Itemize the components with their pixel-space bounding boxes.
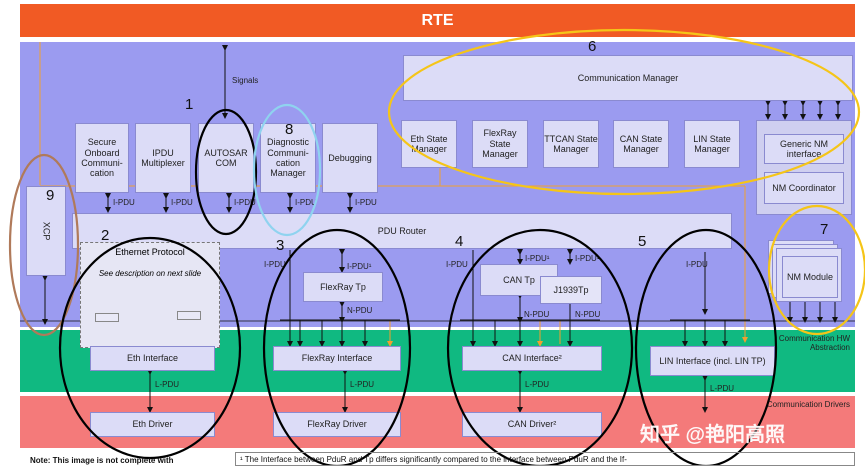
ipdu-multiplexer-module: IPDU Multiplexer <box>135 123 191 193</box>
ipdu-label-1: I-PDU <box>113 198 135 207</box>
note-left-text: Note: This image is not complete with <box>30 456 174 465</box>
can-state-manager-module: CAN State Manager <box>613 120 669 168</box>
number-3: 3 <box>276 237 285 254</box>
nm-module: NM Module <box>782 256 838 298</box>
lin-state-manager-module: LIN State Manager <box>684 120 740 168</box>
ipdu-label-5: I-PDU <box>355 198 377 207</box>
debugging-module: Debugging <box>322 123 378 193</box>
signals-label: Signals <box>232 76 259 85</box>
ellipse-4 <box>446 228 634 466</box>
drivers-label: Communication Drivers <box>766 400 850 409</box>
autosar-com-module: AUTOSAR COM <box>198 123 254 193</box>
flexray-tp-module: FlexRay Tp <box>303 272 383 302</box>
secure-onboard-communication-module: Secure Onboard Communi-cation <box>75 123 129 193</box>
hw-abstraction-label: Communication HW Abstraction <box>778 334 850 352</box>
ellipse-7 <box>767 204 865 336</box>
ttcan-state-manager-module: TTCAN State Manager <box>543 120 599 168</box>
eth-proto-block-left <box>95 313 119 322</box>
generic-nm-interface-module: Generic NM interface <box>764 134 844 164</box>
can-interface-module: CAN Interface² <box>462 346 602 371</box>
can-driver-module: CAN Driver² <box>462 412 602 437</box>
ipdu-label-can: I-PDU <box>446 260 468 269</box>
ipdu1-label-can-tp: I-PDU¹ <box>525 254 550 263</box>
rte-layer: RTE <box>20 4 855 37</box>
note-right: ¹ The Interface between PduR and Tp diff… <box>235 452 855 466</box>
ellipse-9 <box>8 153 80 337</box>
eth-state-manager-module: Eth State Manager <box>401 120 457 168</box>
eth-driver-module: Eth Driver <box>90 412 215 437</box>
flexray-driver-module: FlexRay Driver <box>273 412 401 437</box>
ipdu-label-3: I-PDU <box>234 198 256 207</box>
ellipse-8 <box>252 103 322 237</box>
number-8: 8 <box>285 121 294 138</box>
ethernet-protocol-box: Ethernet Protocol See description on nex… <box>80 242 220 348</box>
ellipse-6 <box>387 28 861 196</box>
lin-interface-module: LIN Interface (incl. LIN TP) <box>650 346 775 376</box>
note-left: Note: This image is not complete with <box>30 456 174 465</box>
lpdu-label-eth: L-PDU <box>155 380 180 389</box>
number-7: 7 <box>820 221 829 238</box>
lpdu-label-can: L-PDU <box>525 380 550 389</box>
number-5: 5 <box>638 233 647 250</box>
communication-manager-module: Communication Manager <box>403 55 853 101</box>
j1939tp-module: J1939Tp <box>540 276 602 304</box>
nm-coordinator-module: NM Coordinator <box>764 172 844 204</box>
lpdu-label-lin: L-PDU <box>710 384 735 393</box>
number-6: 6 <box>588 38 597 55</box>
pdu-router-module: PDU Router <box>72 213 732 249</box>
lpdu-label-flexray: L-PDU <box>350 380 375 389</box>
number-1: 1 <box>185 96 194 113</box>
ellipse-3 <box>262 228 412 466</box>
npdu-label-j1939: N-PDU <box>575 310 601 319</box>
ellipse-2 <box>58 236 242 460</box>
ipdu-label-4: I-PDU <box>295 198 317 207</box>
number-4: 4 <box>455 233 464 250</box>
number-2: 2 <box>101 227 110 244</box>
eth-interface-module: Eth Interface <box>90 346 215 371</box>
flexray-interface-module: FlexRay Interface <box>273 346 401 371</box>
see-description-text: See description on next slide <box>98 269 202 278</box>
ethernet-protocol-title: Ethernet Protocol <box>115 247 185 257</box>
ellipse-1 <box>194 108 258 236</box>
eth-proto-block-right <box>177 311 201 320</box>
ipdu-label-flexray: I-PDU <box>264 260 286 269</box>
ipdu1-label-j1939: I-PDU¹ <box>575 254 600 263</box>
xcp-module: XCP <box>26 186 66 276</box>
rte-label: RTE <box>421 11 454 29</box>
ellipse-5 <box>634 228 778 466</box>
flexray-state-manager-module: FlexRay State Manager <box>472 120 528 168</box>
number-9: 9 <box>46 187 55 204</box>
ipdu-label-lin: I-PDU <box>686 260 708 269</box>
watermark: 知乎 @艳阳高照 <box>640 424 786 446</box>
npdu-label-flexray: N-PDU <box>347 306 373 315</box>
ipdu1-label-flexray-tp: I-PDU¹ <box>347 262 372 271</box>
npdu-label-can-tp: N-PDU <box>524 310 550 319</box>
diagnostic-communication-manager-module: Diagnostic Communi-cation Manager <box>260 123 316 193</box>
ipdu-label-2: I-PDU <box>171 198 193 207</box>
